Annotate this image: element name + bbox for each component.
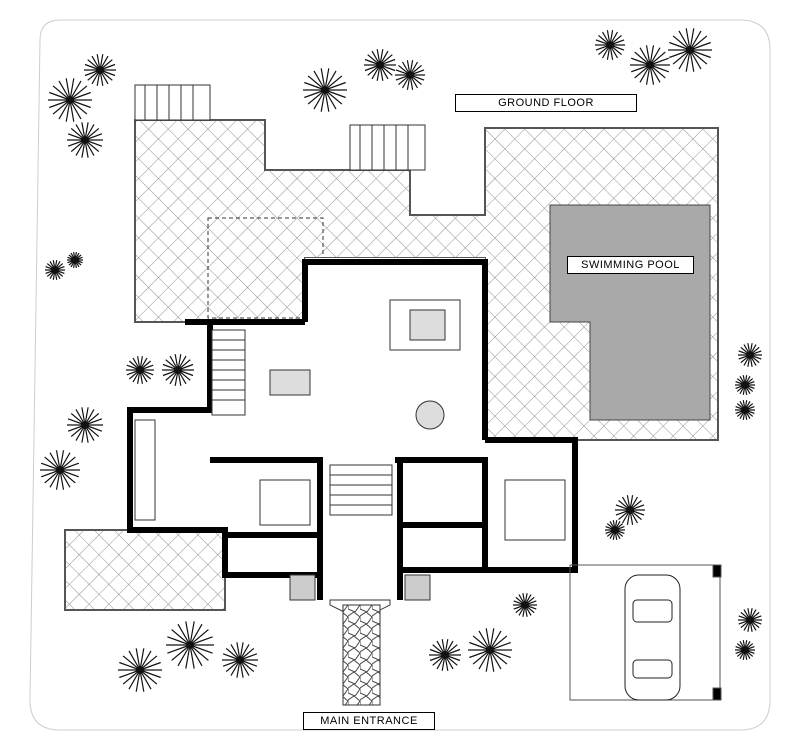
deck-center [349,124,426,171]
tree-icon [395,60,425,90]
tree-icon [738,343,762,367]
trees [40,28,762,692]
main-entrance-label: MAIN ENTRANCE [303,712,435,730]
tree-icon [630,45,670,85]
tree-icon [67,251,83,269]
tree-icon [67,407,103,443]
tree-icon [668,28,712,72]
tree-icon [605,520,625,540]
tree-icon [735,400,755,420]
tree-icon [84,54,116,86]
tree-icon [162,354,194,386]
furniture [134,299,566,601]
deck-left [134,84,211,121]
tree-icon [48,78,92,122]
site-boundary [29,19,771,731]
tree-icon [468,628,512,672]
tree-icon [595,30,625,60]
tree-icon [364,49,396,81]
tree-icon [118,648,162,692]
staircase [211,329,393,516]
tree-icon [222,642,258,678]
tree-icon [513,593,537,617]
tree-icon [429,639,461,671]
tree-icon [738,608,762,632]
stone-path [342,604,381,706]
tree-icon [126,356,154,384]
tree-icon [166,621,214,669]
tree-icon [40,450,80,490]
lower-terrace [64,529,226,611]
swimming-pool-label: SWIMMING POOL [567,256,694,274]
car [624,574,681,701]
tree-icon [615,495,645,525]
tree-icon [735,375,755,395]
tree-icon [67,122,103,158]
tree-icon [45,260,65,280]
tree-icon [735,640,755,660]
ground-floor-title: GROUND FLOOR [455,94,637,112]
tree-icon [303,68,347,112]
